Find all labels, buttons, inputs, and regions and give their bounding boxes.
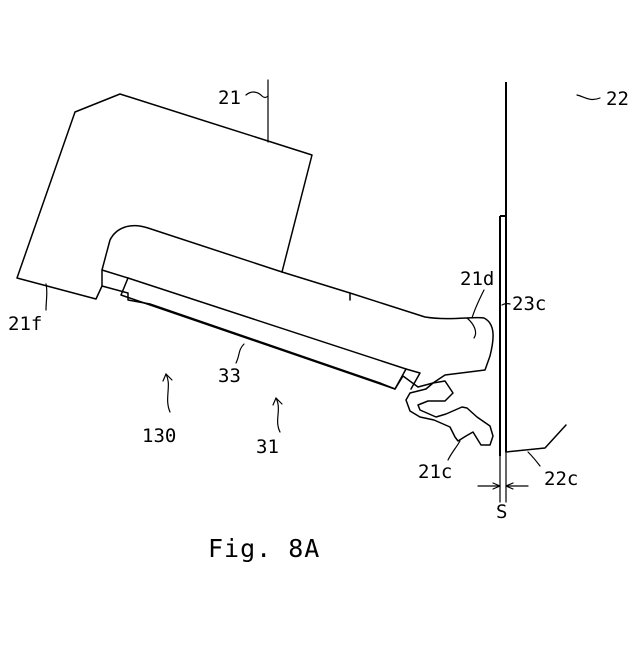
part-21-arm — [102, 226, 282, 286]
leader-21d — [472, 290, 484, 318]
label-22c: 22c — [544, 468, 578, 490]
part-21-body — [17, 94, 493, 389]
leader-22c — [528, 452, 540, 466]
wall-22c-foot — [506, 425, 566, 452]
label-21c: 21c — [418, 461, 452, 483]
label-31: 31 — [256, 436, 279, 458]
label-s: S — [496, 501, 507, 523]
label-23c: 23c — [512, 293, 546, 315]
label-130: 130 — [142, 425, 176, 447]
label-21f: 21f — [8, 313, 42, 335]
part-21d-hook — [467, 318, 476, 338]
leader-21c — [448, 441, 460, 460]
part-33-rod-left — [102, 270, 128, 278]
label-21d: 21d — [460, 268, 494, 290]
leader-33 — [236, 344, 244, 363]
label-33: 33 — [218, 365, 241, 387]
label-21: 21 — [218, 87, 241, 109]
leader-31 — [276, 398, 280, 432]
part-21c-clip — [406, 381, 493, 445]
figure-caption: Fig. 8A — [208, 534, 320, 563]
leader-21f — [46, 284, 47, 310]
leader-130 — [166, 374, 170, 412]
leader-21 — [246, 92, 268, 97]
label-22: 22 — [606, 88, 629, 110]
part-33-rod — [121, 278, 406, 389]
leader-22 — [577, 95, 600, 100]
